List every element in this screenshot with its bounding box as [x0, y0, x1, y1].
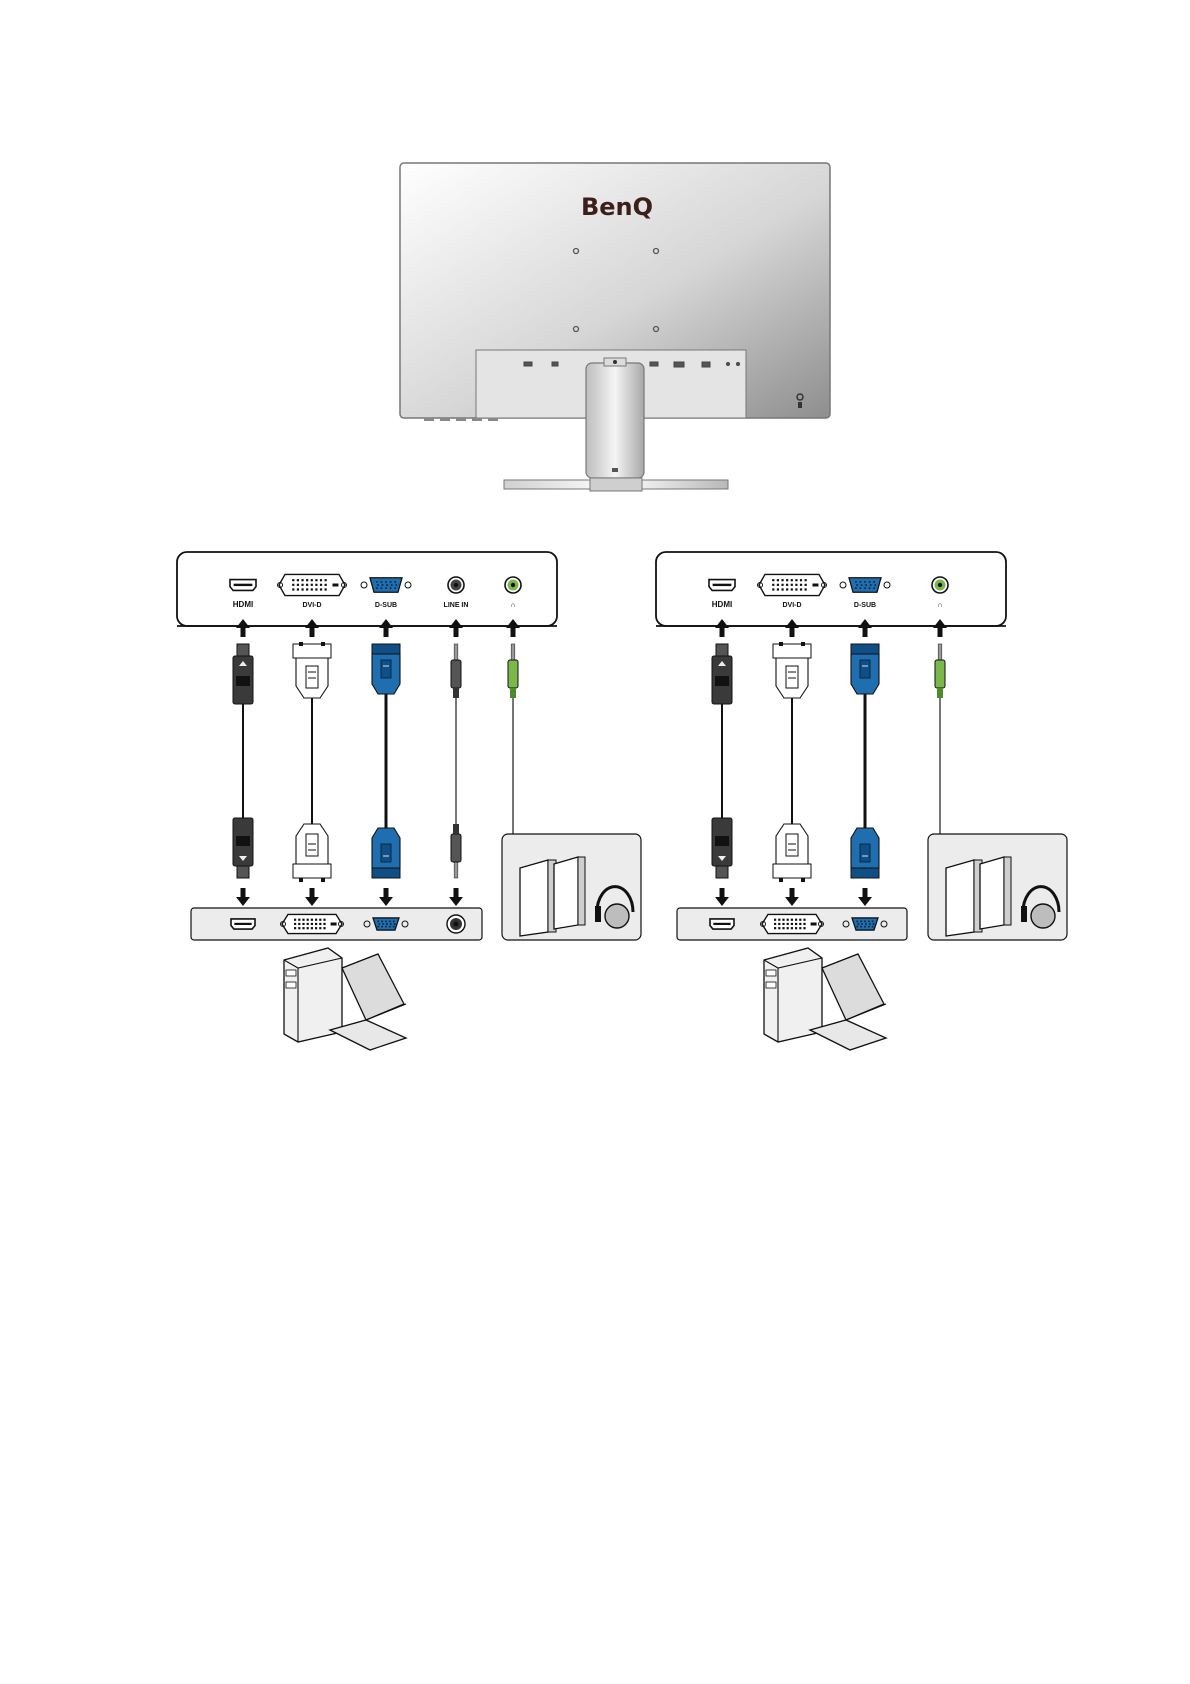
port-hdmi: HDMI	[230, 580, 256, 930]
audio-cable-plug	[454, 862, 458, 878]
speakers-headphones-box	[928, 834, 1067, 940]
laptop-icon	[822, 954, 884, 1020]
connection-diagram-right: HDMI DVI-D D-SUB ∩	[656, 552, 1067, 1050]
speaker-icon	[520, 860, 548, 936]
desktop-tower-icon	[764, 948, 822, 1042]
port-label-linein: LINE IN	[444, 602, 469, 609]
arrow-down-icon	[785, 888, 799, 906]
computer-icon	[284, 948, 406, 1050]
arrow-down-icon	[858, 888, 872, 906]
hdmi-cable-plug	[716, 644, 728, 656]
laptop-icon	[342, 954, 404, 1020]
speaker-icon	[554, 857, 578, 929]
port-label-dsub: D-SUB	[375, 602, 397, 609]
arrow-down-icon	[379, 888, 393, 906]
connection-diagram-left: HDMI DVI-D D-SUB LINE IN ∩	[177, 552, 641, 1050]
port-label-dvi: DVI-D	[302, 602, 321, 609]
port-hdmi: HDMI	[709, 580, 735, 930]
desktop-tower-icon	[284, 948, 342, 1042]
port-dsub: D-SUB	[840, 578, 890, 930]
dsub-cable-plug	[372, 644, 400, 654]
dsub-cable-plug	[851, 868, 879, 878]
hdmi-cable-plug	[237, 866, 249, 878]
port-label-hdmi: HDMI	[233, 600, 253, 609]
port-dvi: DVI-D	[278, 574, 347, 933]
port-label-dsub: D-SUB	[854, 602, 876, 609]
arrow-down-icon	[305, 888, 319, 906]
port-label-headphone: ∩	[510, 602, 515, 609]
brand-logo: BenQ	[581, 193, 653, 221]
dsub-cable-plug	[372, 868, 400, 878]
headphone-cable-plug	[511, 644, 515, 660]
audio-cable-plug	[454, 644, 458, 660]
dvi-cable-plug	[293, 644, 331, 658]
dvi-cable-plug	[773, 864, 811, 878]
port-label-hdmi: HDMI	[712, 600, 732, 609]
arrow-down-icon	[236, 888, 250, 906]
arrow-down-icon	[715, 888, 729, 906]
speakers-headphones-box	[502, 834, 641, 940]
port-dsub: D-SUB	[361, 578, 411, 930]
dvi-cable-plug	[773, 644, 811, 658]
monitor-port-panel	[656, 552, 1006, 626]
port-label-headphone: ∩	[937, 602, 942, 609]
dvi-cable-plug	[293, 864, 331, 878]
hdmi-cable-plug	[716, 866, 728, 878]
computer-icon	[764, 948, 886, 1050]
port-linein: LINE IN	[444, 577, 469, 933]
hdmi-cable-plug	[237, 644, 249, 656]
port-label-dvi: DVI-D	[782, 602, 801, 609]
port-dvi: DVI-D	[758, 574, 827, 933]
arrow-down-icon	[449, 888, 463, 906]
speaker-icon	[980, 857, 1004, 929]
speaker-icon	[946, 860, 974, 936]
dsub-cable-plug	[851, 644, 879, 654]
headphone-cable-plug	[938, 644, 942, 660]
